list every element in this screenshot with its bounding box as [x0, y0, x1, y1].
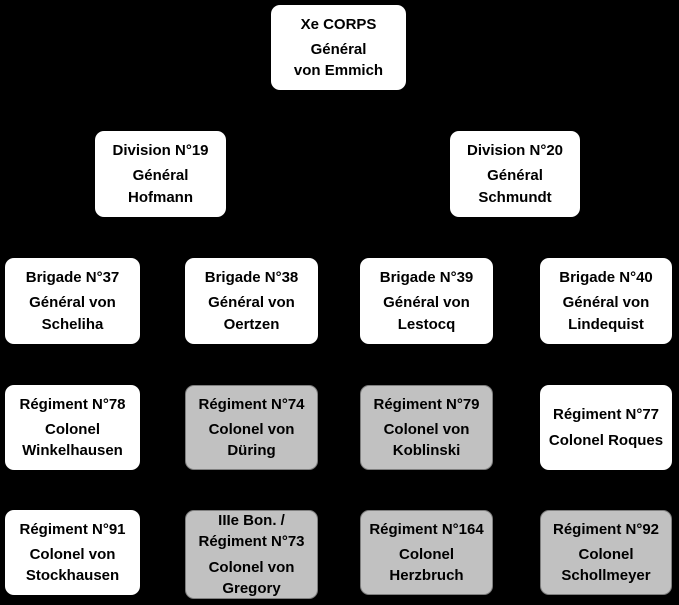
officer-line: Scheliha [41, 315, 104, 333]
unit-label: Brigade N°38 [205, 267, 299, 288]
officer-line: Général von [208, 294, 295, 312]
unit-line: Régiment N°78 [19, 395, 126, 413]
officer-line: Oertzen [223, 315, 280, 333]
officer-line: Général von [29, 294, 116, 312]
unit-line: Division N°19 [112, 142, 209, 160]
officer-line: Schollmeyer [561, 567, 651, 585]
officer-line: Gregory [222, 579, 281, 597]
unit-label: Xe CORPS [301, 14, 377, 35]
unit-line: Division N°20 [466, 142, 564, 160]
org-node-brigade-38: Brigade N°38 Général von Oertzen [185, 258, 318, 344]
org-node-regiment-77: Régiment N°77 Colonel Roques [540, 385, 672, 470]
org-node-regiment-79: Régiment N°79 Colonel von Koblinski [360, 385, 493, 470]
officer-label: Colonel von Koblinski [384, 419, 470, 462]
officer-line: Koblinski [392, 442, 461, 460]
officer-line: von Emmich [293, 62, 384, 80]
officer-line: Lestocq [397, 315, 456, 333]
officer-label: Colonel von Stockhausen [26, 544, 119, 587]
officer-line: Schmundt [478, 188, 552, 206]
unit-line: Brigade N°38 [204, 269, 299, 287]
officer-label: Colonel Herzbruch [389, 544, 463, 587]
officer-line: Lindequist [568, 315, 644, 333]
officer-line: Herzbruch [389, 567, 464, 585]
unit-label: Régiment N°77 [553, 404, 659, 425]
org-node-regiment-164: Régiment N°164 Colonel Herzbruch [360, 510, 493, 595]
unit-label: Brigade N°40 [559, 267, 653, 288]
org-node-division-19: Division N°19 Général Hofmann [95, 131, 226, 217]
officer-label: Général Schmundt [478, 165, 551, 208]
org-node-corps: Xe CORPS Général von Emmich [271, 5, 406, 90]
officer-line: Colonel [578, 545, 634, 563]
unit-line: Brigade N°37 [25, 269, 120, 287]
officer-label: Général von Lestocq [383, 292, 470, 335]
unit-line: Régiment N°164 [369, 520, 484, 538]
officer-line: Stockhausen [25, 567, 120, 585]
unit-label: Régiment N°78 [19, 394, 125, 415]
officer-label: Colonel von Düring [209, 419, 295, 462]
unit-line: Régiment N°74 [198, 395, 305, 413]
officer-line: Colonel von [208, 558, 295, 576]
officer-line: Général [310, 40, 367, 58]
officer-line: Général [487, 167, 543, 185]
officer-label: Colonel Winkelhausen [22, 419, 123, 462]
unit-label: Régiment N°79 [373, 394, 479, 415]
org-node-division-20: Division N°20 Général Schmundt [450, 131, 580, 217]
officer-line: Général [132, 167, 189, 185]
unit-line: Régiment N°92 [552, 520, 660, 538]
unit-line: Xe CORPS [300, 15, 377, 33]
officer-label: Colonel Roques [549, 430, 663, 451]
officer-label: Général von Scheliha [29, 292, 116, 335]
unit-line: Régiment N°91 [19, 520, 126, 538]
org-node-regiment-73: IIIe Bon. / Régiment N°73 Colonel von Gr… [185, 510, 318, 599]
officer-line: Colonel von [29, 545, 116, 563]
org-node-regiment-91: Régiment N°91 Colonel von Stockhausen [5, 510, 140, 595]
officer-line: Général von [383, 294, 470, 312]
org-node-brigade-37: Brigade N°37 Général von Scheliha [5, 258, 140, 344]
officer-line: Général von [562, 294, 650, 312]
unit-label: Brigade N°39 [380, 267, 474, 288]
unit-label: Régiment N°91 [19, 519, 125, 540]
unit-label: Division N°19 [112, 140, 208, 161]
org-node-regiment-92: Régiment N°92 Colonel Schollmeyer [540, 510, 672, 595]
org-node-regiment-74: Régiment N°74 Colonel von Düring [185, 385, 318, 470]
org-node-brigade-40: Brigade N°40 Général von Lindequist [540, 258, 672, 344]
org-node-brigade-39: Brigade N°39 Général von Lestocq [360, 258, 493, 344]
unit-line: Brigade N°39 [379, 269, 474, 287]
officer-line: Colonel [399, 545, 454, 563]
officer-line: Colonel von [383, 420, 470, 438]
officer-label: Général von Emmich [294, 39, 383, 82]
officer-line: Colonel Roques [548, 431, 664, 449]
unit-line: Régiment N°77 [552, 406, 660, 424]
officer-label: Colonel von Gregory [209, 557, 295, 600]
officer-label: Général von Oertzen [208, 292, 295, 335]
officer-label: Colonel Schollmeyer [561, 544, 650, 587]
unit-label: Régiment N°92 [553, 519, 659, 540]
unit-line: Régiment N°79 [373, 395, 480, 413]
unit-label: Régiment N°74 [198, 394, 304, 415]
org-node-regiment-78: Régiment N°78 Colonel Winkelhausen [5, 385, 140, 470]
unit-label: Division N°20 [467, 140, 563, 161]
officer-line: Winkelhausen [22, 442, 123, 460]
unit-label: IIIe Bon. / Régiment N°73 [198, 510, 304, 553]
officer-line: Düring [227, 442, 276, 460]
officer-label: Général von Lindequist [563, 292, 650, 335]
officer-line: Colonel [44, 420, 100, 438]
officer-line: Colonel von [208, 420, 295, 438]
unit-label: Brigade N°37 [26, 267, 120, 288]
unit-label: Régiment N°164 [369, 519, 483, 540]
officer-line: Hofmann [128, 188, 193, 206]
unit-line: Régiment N°73 [198, 533, 305, 551]
officer-label: Général Hofmann [128, 165, 193, 208]
unit-line: Brigade N°40 [559, 269, 653, 287]
unit-line: IIIe Bon. / [218, 511, 285, 529]
